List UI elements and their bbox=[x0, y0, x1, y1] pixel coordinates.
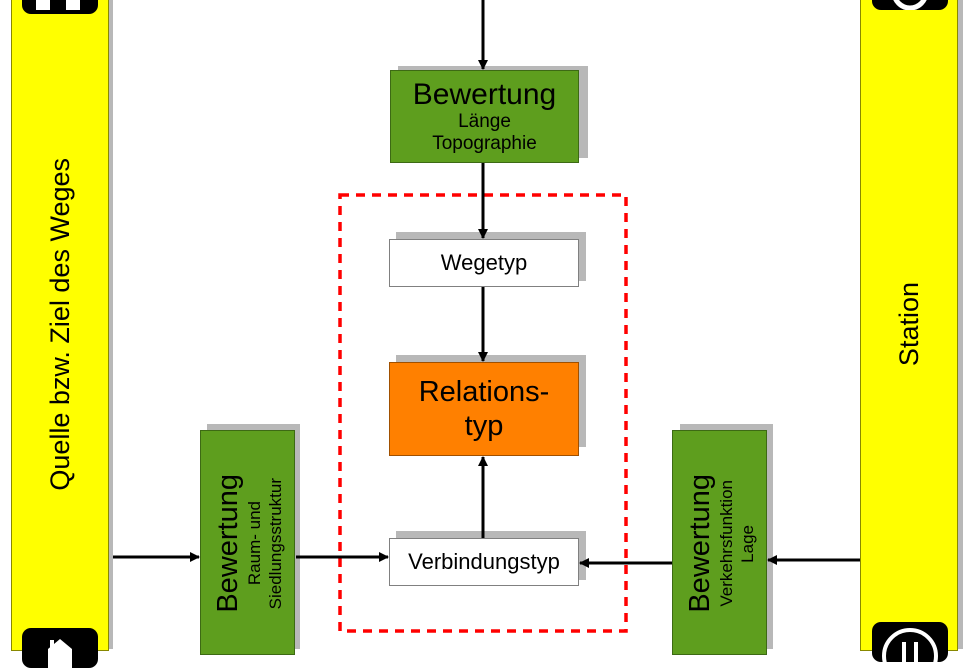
left-bar-shadow bbox=[108, 0, 113, 649]
relationstyp-line-1: Relations- bbox=[418, 376, 550, 408]
wegetyp-box: Wegetyp bbox=[389, 239, 579, 287]
group-outline bbox=[338, 193, 628, 633]
relationstyp-box: Relations- typ bbox=[389, 362, 579, 456]
wegetyp-label: Wegetyp bbox=[440, 250, 528, 275]
building-icon bbox=[22, 0, 98, 14]
top-evaluation-box: Bewertung Länge Topographie bbox=[390, 70, 579, 163]
transit-stop-icon-top bbox=[872, 0, 948, 10]
verbindungstyp-box: Verbindungstyp bbox=[389, 538, 579, 586]
connectors bbox=[113, 0, 860, 568]
right-bar-shadow bbox=[957, 0, 963, 649]
relationstyp-line-2: typ bbox=[464, 410, 504, 442]
top-eval-title: Bewertung bbox=[412, 77, 557, 111]
right-evaluation-box: Bewertung Verkehrsfunktion Lage bbox=[672, 430, 767, 655]
left-source-bar: Quelle bzw. Ziel des Weges bbox=[11, 0, 109, 651]
left-evaluation-box: Bewertung Raum- und Siedlungsstruktur bbox=[200, 430, 295, 655]
verbindungstyp-label: Verbindungstyp bbox=[408, 549, 560, 574]
top-eval-line-1: Länge bbox=[458, 110, 511, 132]
top-eval-line-2: Topographie bbox=[432, 132, 537, 154]
right-station-bar: Station bbox=[860, 0, 958, 651]
